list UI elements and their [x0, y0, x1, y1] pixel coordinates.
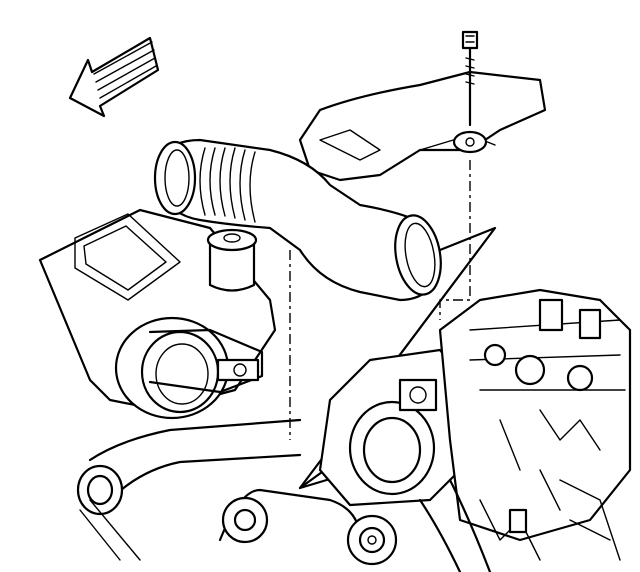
- intake-duct-bracket: [298, 70, 547, 182]
- throttle-opening-left: [114, 316, 264, 420]
- throttle-body: [318, 348, 472, 507]
- alignment-guides: [289, 160, 471, 440]
- accessory-drive: [218, 478, 621, 572]
- lower-coolant-tube: [76, 418, 302, 561]
- oil-fill-cap: [206, 228, 258, 292]
- air-intake-duct: [153, 138, 442, 302]
- direction-arrow-icon: [68, 36, 160, 118]
- bracket-bolt: [461, 30, 479, 127]
- intake-manifold: [438, 288, 632, 542]
